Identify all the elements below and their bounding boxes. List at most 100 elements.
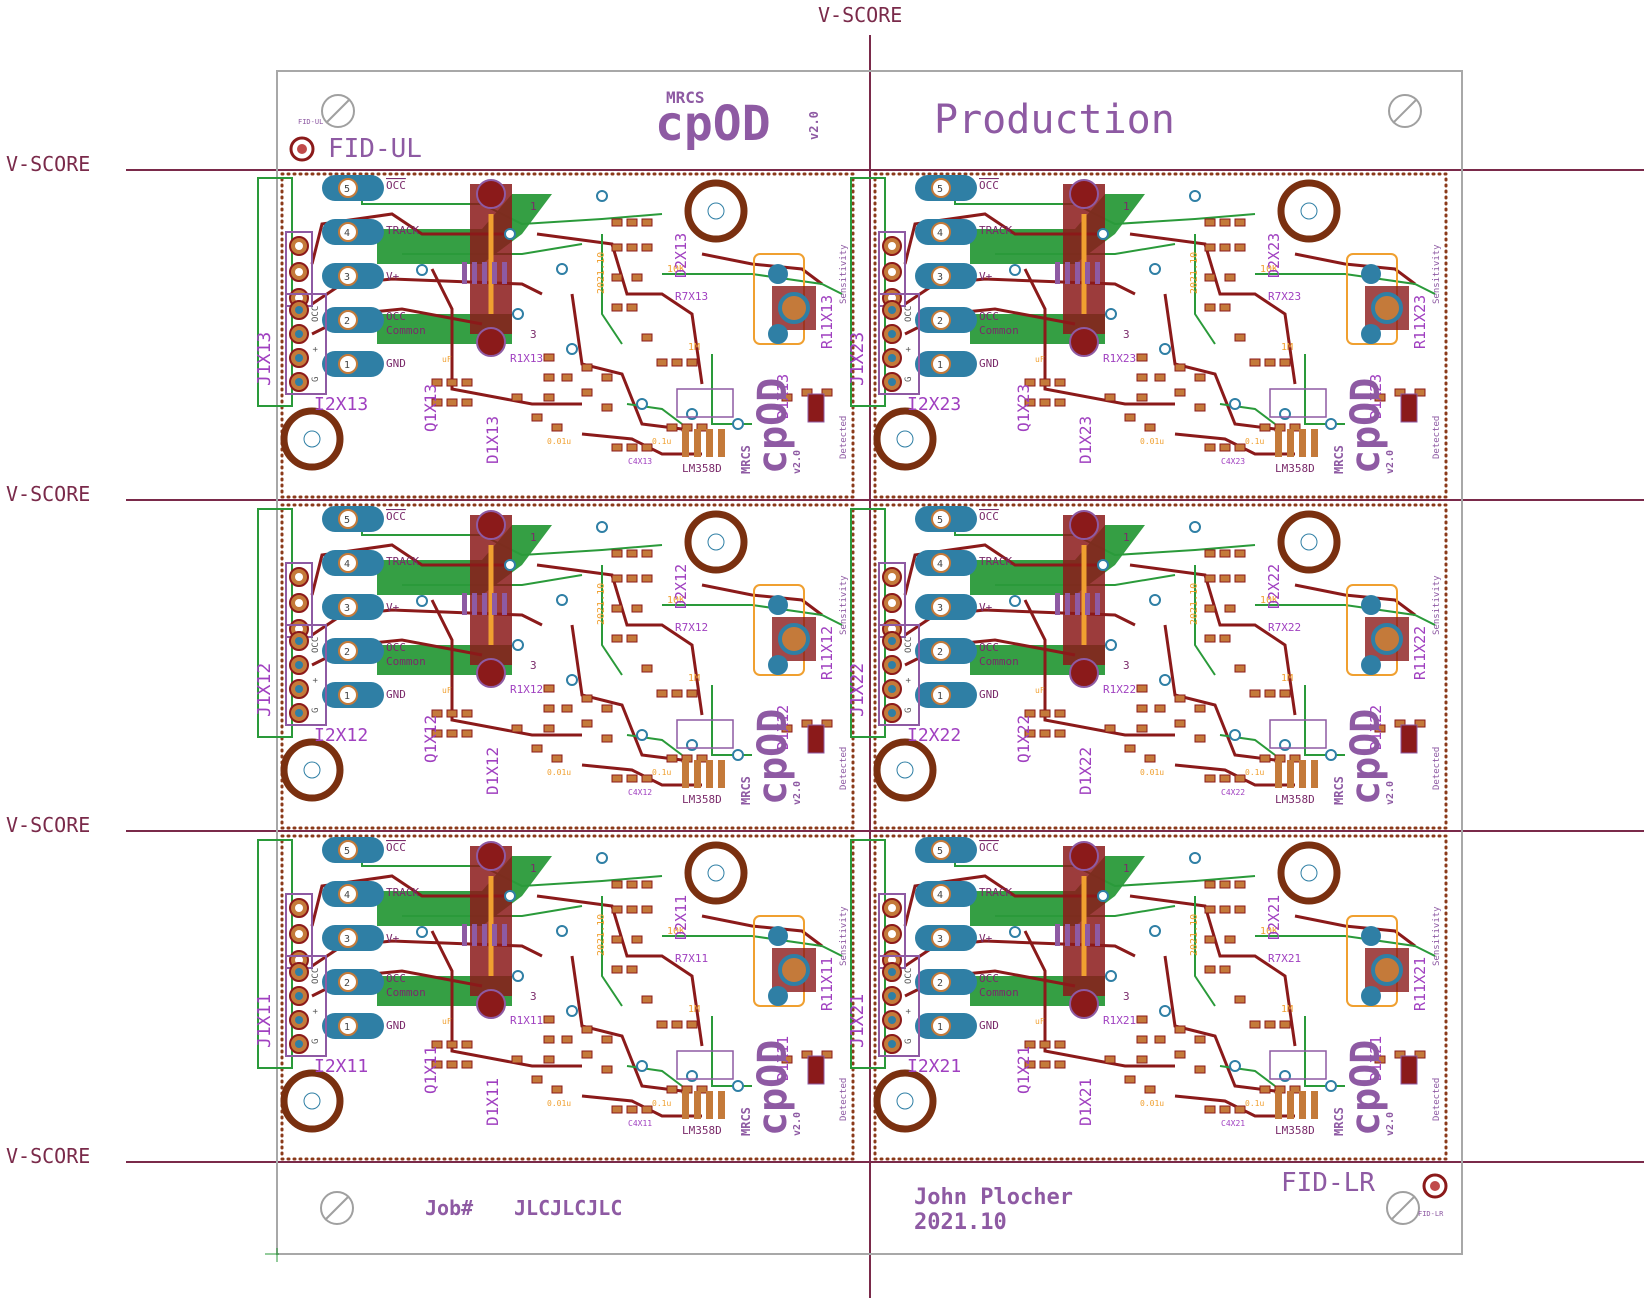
smd-pad-16 xyxy=(543,1055,555,1064)
ref-q1: Q1X13 xyxy=(421,384,440,432)
board-version: v2.0 xyxy=(1385,450,1396,474)
ic-pin-4 xyxy=(502,593,507,615)
connector-pad-hole-4 xyxy=(931,553,951,573)
j1-header-frame xyxy=(878,293,920,395)
date-mark: 2021.10 xyxy=(1189,583,1200,625)
j1-pin-hole-3 xyxy=(295,1040,303,1048)
ref-r7: R7X21 xyxy=(1268,952,1301,965)
header-pin-hole-0 xyxy=(888,904,896,912)
smd-pad-20 xyxy=(1174,1050,1186,1059)
lm358-pin-1 xyxy=(1287,1091,1294,1119)
smd-pad-21 xyxy=(1194,1065,1206,1074)
lm358-pin-3 xyxy=(718,429,725,457)
ic-pin-3 xyxy=(492,924,497,946)
board-brand: MRCS xyxy=(739,1107,753,1136)
j1-pin-hole-0 xyxy=(295,968,303,976)
via-1 xyxy=(504,890,516,902)
smd-pad-28 xyxy=(1104,393,1116,402)
board-model: cpOD xyxy=(1343,1040,1389,1136)
via-3 xyxy=(1189,521,1201,533)
value-cap-0-01: 0.01u xyxy=(1140,768,1164,777)
board-array: 54321OCCTRACKV+OCCCommonGND13OCC+G10K1Mu… xyxy=(254,172,1448,1161)
ic-label: LM358D xyxy=(682,793,722,806)
smd-pad-26 xyxy=(446,1060,458,1069)
trace-red-5 xyxy=(1163,293,1276,431)
v-score-left-label-3: V-SCORE xyxy=(6,813,90,837)
smd-pad-21 xyxy=(1194,403,1206,412)
smd-pad-3 xyxy=(1204,243,1216,252)
smd-pad-12 xyxy=(1264,1020,1276,1029)
j1-pin-hole-3 xyxy=(888,1040,896,1048)
value-1m: 1M xyxy=(688,1004,700,1015)
trimpot-pad-1 xyxy=(768,264,788,284)
smd-pad-24 xyxy=(461,1040,473,1049)
trace-red-5 xyxy=(570,293,683,431)
header-pin-hole-1 xyxy=(295,268,303,276)
connector-pad-hole-2 xyxy=(931,641,951,661)
ref-j1: J1X11 xyxy=(254,994,275,1048)
smd-pad-17 xyxy=(561,1035,573,1044)
smd-pad-7 xyxy=(1224,604,1236,613)
smd-pad-28 xyxy=(511,1055,523,1064)
smd-pad-2 xyxy=(1234,218,1246,227)
board-version: v2.0 xyxy=(792,781,803,805)
ref-r11: R11X13 xyxy=(818,295,836,349)
j1-pin-label: OCC xyxy=(904,306,914,322)
trimpot-wiper xyxy=(1371,623,1403,655)
label-occ: OCC xyxy=(386,310,406,323)
ic-pin-1 xyxy=(1065,924,1070,946)
mounting-hole-right xyxy=(684,841,748,905)
label-pin1: 1 xyxy=(1123,531,1130,544)
smd-pad-25 xyxy=(431,398,443,407)
j1-pin-label: OCC xyxy=(904,637,914,653)
via-5 xyxy=(566,343,578,355)
smd-pad-23 xyxy=(446,1040,458,1049)
smd-pad-21 xyxy=(601,403,613,412)
label-pin1: 1 xyxy=(1123,862,1130,875)
ref-i2: I2X12 xyxy=(314,725,368,746)
smd-pad-13 xyxy=(686,358,698,367)
j1-header-frame xyxy=(285,955,327,1057)
ref-c4: C4X12 xyxy=(628,788,652,797)
smd-pad-25 xyxy=(1024,729,1036,738)
fiducial-ll-slash xyxy=(324,1195,350,1221)
via-8 xyxy=(732,418,744,430)
trace-red-5 xyxy=(1163,624,1276,762)
smd-pad-28 xyxy=(1104,1055,1116,1064)
board-edge xyxy=(873,503,1448,830)
smd-pad-23 xyxy=(1039,709,1051,718)
ref-d2: D2X11 xyxy=(672,895,690,940)
smd-pad-34 xyxy=(666,1085,678,1094)
ic-pin-1 xyxy=(1065,593,1070,615)
connector-pad-number: 1 xyxy=(937,1022,943,1033)
panel-footer: Job# JLCJLCJLC John Plocher 2021.10 FID-… xyxy=(265,1168,1448,1262)
smd-pad-12 xyxy=(671,1020,683,1029)
smd-pad-34 xyxy=(666,423,678,432)
ir-emitter-pad xyxy=(476,841,506,871)
header-pin-hole-0 xyxy=(295,904,303,912)
via-2 xyxy=(556,594,568,606)
smd-pad-33 xyxy=(641,1105,653,1114)
header-brand-large: cpOD xyxy=(655,96,771,152)
smd-pad-9 xyxy=(626,634,638,643)
ic-label: LM358D xyxy=(1275,1124,1315,1137)
smd-pad-19 xyxy=(1194,704,1206,713)
value-cap-0-01: 0.01u xyxy=(547,768,571,777)
ic-pin-3 xyxy=(1085,924,1090,946)
via-3 xyxy=(1189,852,1201,864)
header-pin-hole-1 xyxy=(295,599,303,607)
lm358-pin-0 xyxy=(1275,1091,1282,1119)
label-track: TRACK xyxy=(979,555,1012,568)
value-cap-0-01: 0.01u xyxy=(547,437,571,446)
label-occ-bar: OCC xyxy=(979,510,999,523)
via-4 xyxy=(1105,639,1117,651)
smd-pad-26 xyxy=(446,398,458,407)
smd-pad-36 xyxy=(1289,1085,1301,1094)
trimpot-pad-2 xyxy=(1361,324,1381,344)
label-gnd: GND xyxy=(386,1019,406,1032)
header-pin-hole-1 xyxy=(295,930,303,938)
smd-pad-36 xyxy=(1289,754,1301,763)
smd-pad-1 xyxy=(1219,549,1231,558)
author-date: 2021.10 xyxy=(914,1210,1007,1235)
